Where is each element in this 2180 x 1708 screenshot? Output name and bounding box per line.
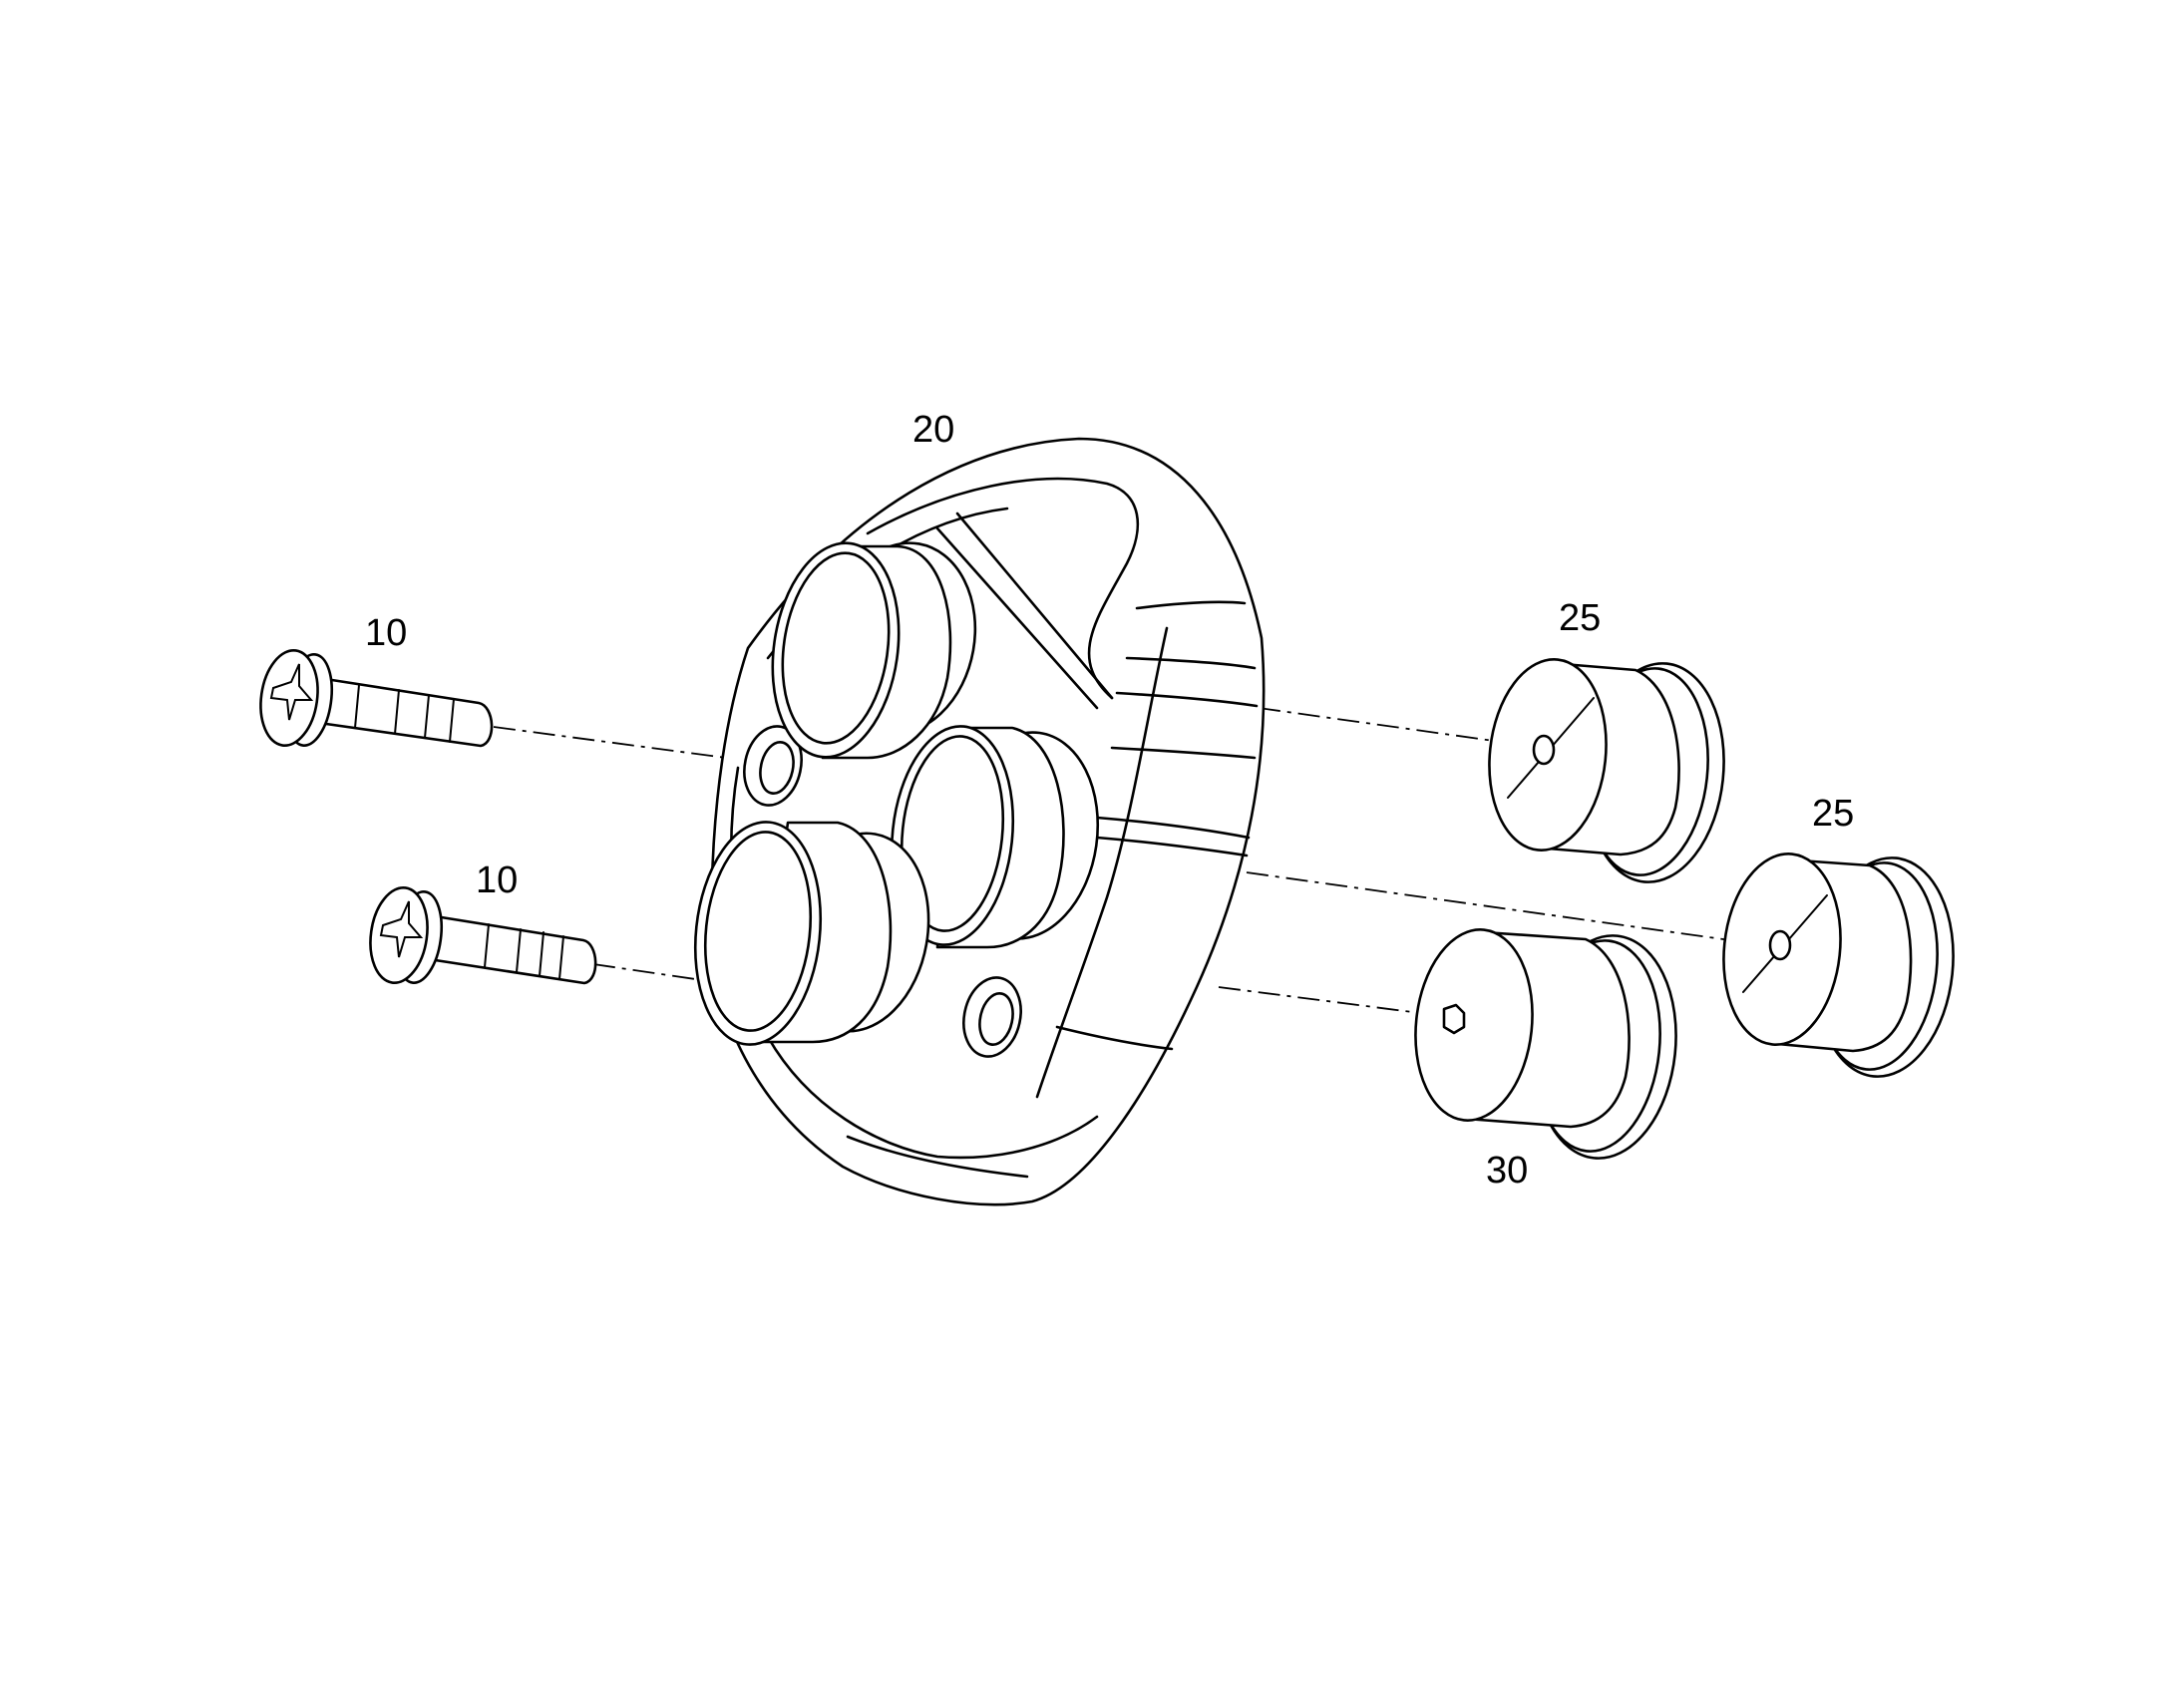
body-band-4 — [1110, 746, 1257, 760]
body-top-lobe — [866, 477, 1140, 700]
insert-lower-bore — [1768, 929, 1792, 961]
phillips-icon — [269, 663, 314, 721]
body-side-edge — [1035, 626, 1169, 1099]
body-part-20 — [693, 437, 1266, 1206]
label-insert-center: 30 — [1486, 1150, 1528, 1192]
insert-lower — [1722, 853, 1955, 1078]
body-band-1 — [1135, 600, 1247, 610]
body-hole-lower — [962, 976, 1022, 1058]
axis-upper-screw — [493, 726, 727, 759]
body-boss-lower — [693, 821, 930, 1046]
body-band-6 — [1095, 836, 1249, 857]
axis-lower-insert — [1246, 871, 1781, 948]
body-band-5 — [1095, 816, 1251, 840]
label-body: 20 — [912, 409, 954, 451]
body-lobe-edge — [955, 512, 1114, 700]
insert-center-face — [1414, 928, 1534, 1122]
insert-center — [1414, 928, 1677, 1160]
screw-upper-head — [259, 649, 319, 747]
insert-upper-bore — [1532, 734, 1556, 766]
body-band-3 — [1115, 691, 1259, 708]
phillips-icon-lower — [379, 900, 424, 958]
screw-lower-shank — [427, 913, 597, 985]
screw-lower — [369, 886, 597, 985]
insert-center-hex-bore — [1442, 1003, 1466, 1035]
label-screw-upper: 10 — [365, 612, 407, 654]
insert-upper — [1488, 658, 1725, 883]
body-band-7 — [1055, 1025, 1174, 1051]
screw-upper — [259, 649, 494, 748]
screw-upper-shank — [317, 676, 494, 748]
label-insert-lower: 25 — [1812, 793, 1854, 835]
reference-labels: 10 10 20 25 25 30 — [365, 409, 1854, 1192]
body-lobe-edge-2 — [935, 526, 1099, 710]
screw-lower-head — [369, 886, 429, 984]
body-boss-middle — [890, 725, 1100, 949]
body-boss-top — [771, 541, 977, 760]
body-bottom-edge — [846, 1135, 1029, 1179]
body-band-2 — [1125, 656, 1257, 670]
label-insert-upper: 25 — [1559, 597, 1601, 639]
label-screw-lower: 10 — [476, 859, 518, 901]
body-hole-upper — [743, 725, 803, 807]
